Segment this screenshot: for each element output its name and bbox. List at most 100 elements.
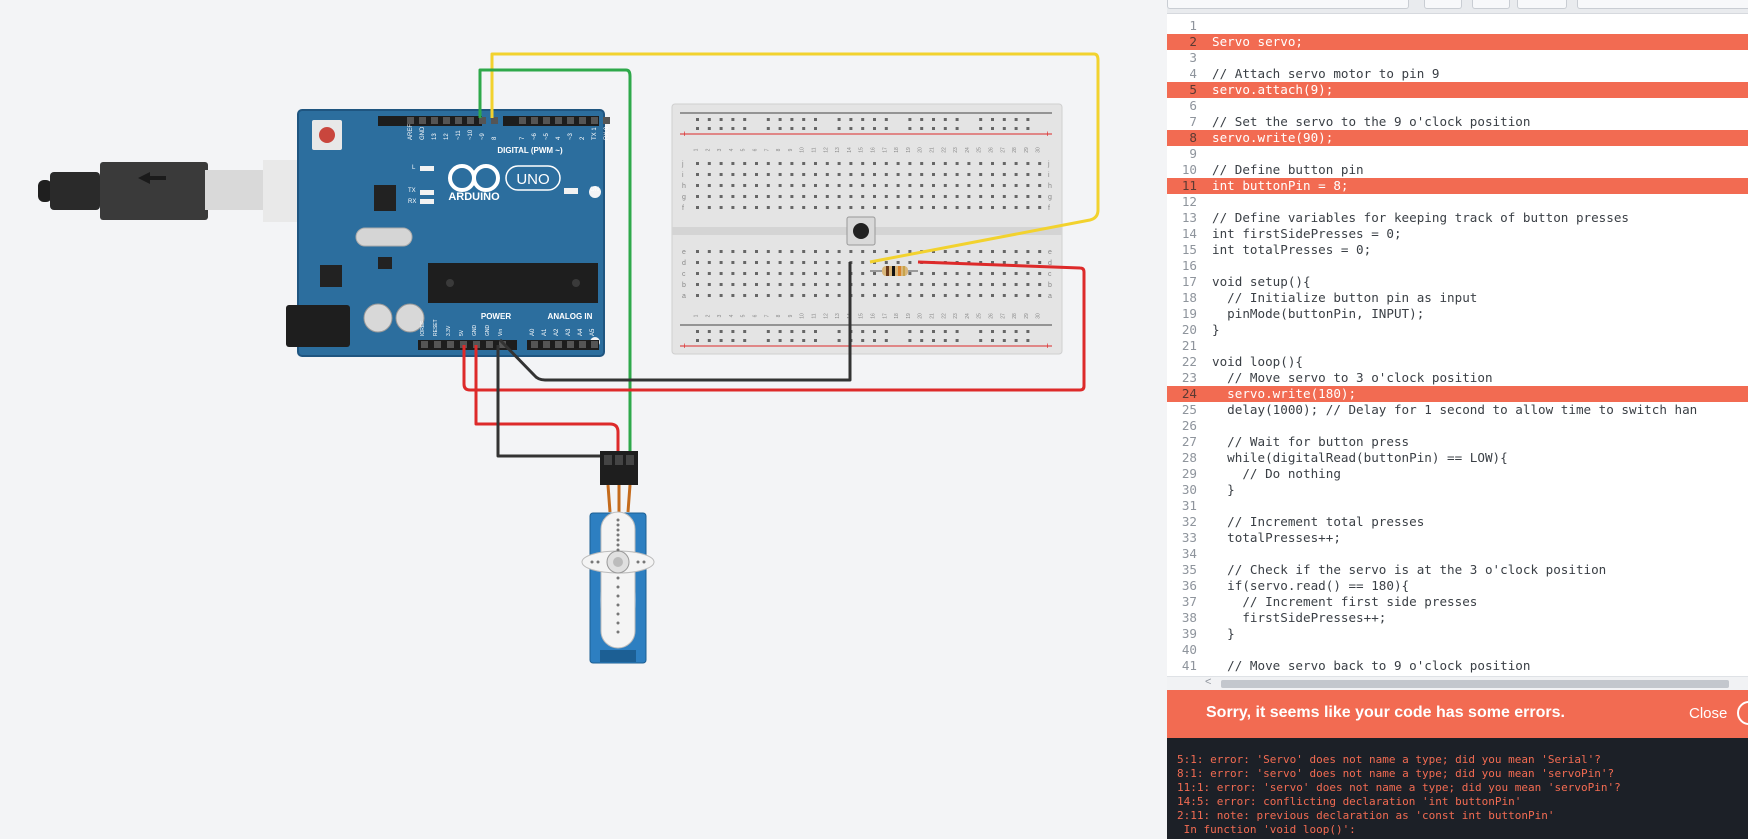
terminal-hole[interactable] [1014,272,1018,275]
terminal-hole[interactable] [1002,162,1006,165]
terminal-hole[interactable] [766,206,770,209]
rail-hole[interactable] [719,118,723,121]
code-line[interactable]: 35 // Check if the servo is at the 3 o'c… [1167,562,1748,578]
terminal-hole[interactable] [731,250,735,253]
code-text[interactable]: if(servo.read() == 180){ [1212,578,1410,593]
terminal-hole[interactable] [837,272,841,275]
terminal-hole[interactable] [837,184,841,187]
code-text[interactable]: // Initialize button pin as input [1212,290,1478,305]
code-text[interactable]: // Do nothing [1212,466,1341,481]
terminal-hole[interactable] [849,195,853,198]
rail-hole[interactable] [849,118,853,121]
terminal-hole[interactable] [1014,162,1018,165]
terminal-hole[interactable] [814,195,817,198]
terminal-hole[interactable] [743,206,747,209]
terminal-hole[interactable] [825,206,829,209]
terminal-hole[interactable] [955,184,959,187]
terminal-hole[interactable] [1002,173,1006,176]
rail-hole[interactable] [1002,330,1006,333]
close-button[interactable]: Close [1689,705,1728,722]
terminal-hole[interactable] [1038,294,1042,297]
terminal-hole[interactable] [825,195,829,198]
code-line[interactable]: 33 totalPresses++; [1167,530,1748,546]
code-text[interactable]: pinMode(buttonPin, INPUT); [1212,306,1425,321]
toolbar-tab[interactable] [1577,0,1748,9]
terminal-hole[interactable] [837,261,841,264]
terminal-hole[interactable] [731,195,735,198]
pin-socket[interactable] [555,117,562,124]
terminal-hole[interactable] [1002,195,1006,198]
rail-hole[interactable] [778,339,782,342]
rail-hole[interactable] [979,118,983,121]
rail-hole[interactable] [920,330,924,333]
code-line[interactable]: 42 [1167,674,1748,676]
terminal-hole[interactable] [1026,195,1030,198]
rail-hole[interactable] [1014,127,1018,130]
rail-hole[interactable] [778,127,782,130]
terminal-hole[interactable] [991,272,994,275]
terminal-hole[interactable] [1026,173,1030,176]
terminal-hole[interactable] [719,173,723,176]
terminal-hole[interactable] [837,250,841,253]
terminal-hole[interactable] [884,261,888,264]
terminal-hole[interactable] [861,195,865,198]
terminal-hole[interactable] [755,294,758,297]
terminal-hole[interactable] [967,283,971,286]
pin-socket[interactable] [555,341,562,348]
wires[interactable] [462,52,1100,458]
terminal-hole[interactable] [920,294,924,297]
terminal-hole[interactable] [837,173,841,176]
terminal-hole[interactable] [1014,250,1018,253]
rail-hole[interactable] [707,330,711,333]
terminal-hole[interactable] [766,162,770,165]
terminal-hole[interactable] [837,283,841,286]
terminal-hole[interactable] [743,162,747,165]
terminal-hole[interactable] [861,206,865,209]
terminal-hole[interactable] [991,283,994,286]
terminal-hole[interactable] [790,206,794,209]
terminal-hole[interactable] [743,272,747,275]
terminal-hole[interactable] [825,261,829,264]
rail-hole[interactable] [696,330,699,333]
terminal-hole[interactable] [979,294,983,297]
terminal-hole[interactable] [967,184,971,187]
code-line[interactable]: 26 [1167,418,1748,434]
terminal-hole[interactable] [991,206,994,209]
terminal-hole[interactable] [884,162,888,165]
terminal-hole[interactable] [873,294,876,297]
rail-hole[interactable] [908,339,912,342]
terminal-hole[interactable] [955,195,959,198]
rail-hole[interactable] [802,118,806,121]
rail-hole[interactable] [1002,118,1006,121]
rail-hole[interactable] [743,118,747,121]
terminal-hole[interactable] [1014,261,1018,264]
rail-hole[interactable] [1026,118,1030,121]
rail-hole[interactable] [778,330,782,333]
terminal-hole[interactable] [896,206,900,209]
pin-socket[interactable] [579,341,586,348]
terminal-hole[interactable] [790,283,794,286]
terminal-hole[interactable] [920,173,924,176]
terminal-hole[interactable] [696,294,699,297]
code-line[interactable]: 36 if(servo.read() == 180){ [1167,578,1748,594]
code-line[interactable]: 1 [1167,18,1748,34]
rail-hole[interactable] [837,118,841,121]
terminal-hole[interactable] [790,195,794,198]
code-line[interactable]: 20} [1167,322,1748,338]
terminal-hole[interactable] [932,250,935,253]
terminal-hole[interactable] [743,294,747,297]
code-line[interactable]: 34 [1167,546,1748,562]
code-line[interactable]: 39 } [1167,626,1748,642]
terminal-hole[interactable] [908,195,912,198]
code-text[interactable]: } [1212,482,1235,497]
terminal-hole[interactable] [696,184,699,187]
code-line[interactable]: 3 [1167,50,1748,66]
terminal-hole[interactable] [908,206,912,209]
terminal-hole[interactable] [1002,206,1006,209]
terminal-hole[interactable] [755,261,758,264]
rail-hole[interactable] [696,118,699,121]
rail-hole[interactable] [1014,330,1018,333]
terminal-hole[interactable] [1026,184,1030,187]
